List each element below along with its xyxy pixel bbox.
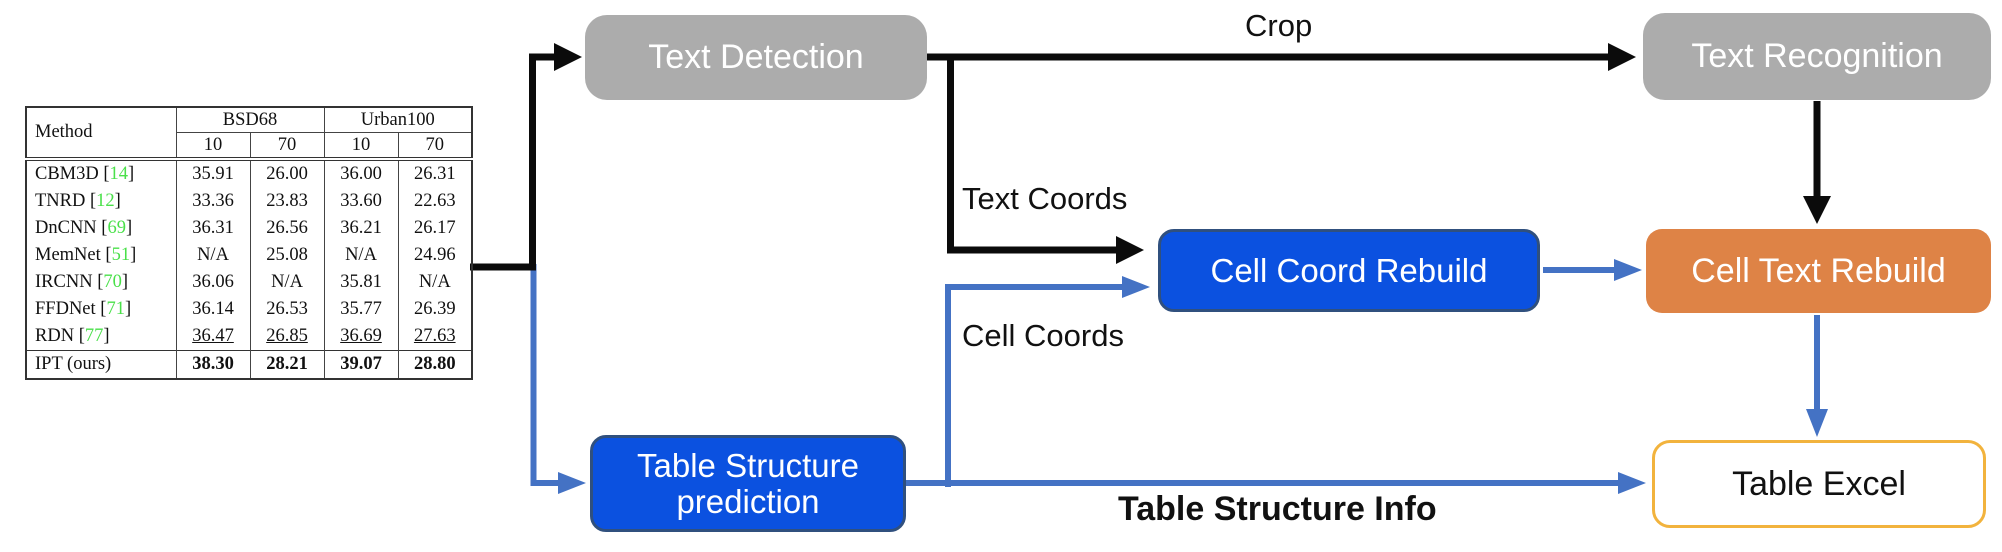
value-cell: 36.21 (323, 215, 399, 242)
value-cell: 25.08 (249, 242, 325, 269)
method-cell: MemNet [51] (25, 242, 177, 269)
method-cell: TNRD [12] (25, 188, 177, 215)
value-cell: 36.00 (323, 159, 399, 188)
results-table: Method BSD68 Urban100 10 70 10 70 CBM3D … (25, 106, 473, 380)
value-cell: 22.63 (397, 188, 473, 215)
node-text-detection: Text Detection (585, 15, 927, 100)
value-cell: 28.80 (397, 350, 473, 379)
node-text-recognition: Text Recognition (1643, 13, 1991, 100)
node-cell-coord-rebuild: Cell Coord Rebuild (1158, 229, 1540, 312)
value-cell: 26.31 (397, 159, 473, 188)
value-cell: 33.60 (323, 188, 399, 215)
value-cell: N/A (175, 242, 251, 269)
table-subheader: 70 (249, 132, 325, 161)
value-cell: 36.06 (175, 269, 251, 296)
edge-label-crop: Crop (1245, 8, 1313, 43)
table-header-method: Method (25, 106, 177, 161)
method-cell: DnCNN [69] (25, 215, 177, 242)
value-cell: 36.14 (175, 296, 251, 323)
edge-table-to-structure-prediction (530, 264, 586, 494)
value-cell: 35.91 (175, 159, 251, 188)
value-cell: N/A (249, 269, 325, 296)
value-cell: 28.21 (249, 350, 325, 379)
value-cell: 36.47 (175, 323, 251, 351)
citation-number: 71 (106, 299, 125, 319)
value-cell: 26.00 (249, 159, 325, 188)
edge-label-text-coords: Text Coords (962, 181, 1128, 216)
table-header-urban100: Urban100 (323, 106, 473, 133)
method-cell: CBM3D [14] (25, 159, 177, 188)
value-cell: N/A (323, 242, 399, 269)
edge-label-cell-coords: Cell Coords (962, 318, 1124, 353)
node-cell-text-rebuild: Cell Text Rebuild (1646, 229, 1991, 313)
input-table-image: Method BSD68 Urban100 10 70 10 70 CBM3D … (25, 106, 473, 380)
table-subheader: 10 (323, 132, 399, 161)
value-cell: 35.77 (323, 296, 399, 323)
value-cell: 26.85 (249, 323, 325, 351)
value-cell: 35.81 (323, 269, 399, 296)
value-cell: 36.31 (175, 215, 251, 242)
value-cell: 26.53 (249, 296, 325, 323)
value-cell: 38.30 (175, 350, 251, 379)
table-subheader: 70 (397, 132, 473, 161)
edge-label-table-structure-info: Table Structure Info (1118, 490, 1437, 528)
edge-cell-coords (945, 276, 1150, 487)
value-cell: 39.07 (323, 350, 399, 379)
value-cell: 26.56 (249, 215, 325, 242)
method-cell: IPT (ours) (25, 350, 177, 379)
node-table-structure-prediction: Table Structure prediction (590, 435, 906, 532)
value-cell: 36.69 (323, 323, 399, 351)
method-cell: FFDNet [71] (25, 296, 177, 323)
value-cell: 26.39 (397, 296, 473, 323)
value-cell: 33.36 (175, 188, 251, 215)
value-cell: 27.63 (397, 323, 473, 351)
table-subheader: 10 (175, 132, 251, 161)
citation-number: 51 (111, 245, 131, 265)
value-cell: N/A (397, 269, 473, 296)
edge-table-to-text-detection (470, 43, 582, 271)
value-cell: 24.96 (397, 242, 473, 269)
method-cell: IRCNN [70] (25, 269, 177, 296)
citation-number: 77 (84, 326, 104, 346)
method-cell: RDN [77] (25, 323, 177, 351)
value-cell: 26.17 (397, 215, 473, 242)
table-header-bsd68: BSD68 (175, 106, 325, 133)
citation-number: 69 (107, 218, 126, 238)
node-table-excel: Table Excel (1652, 440, 1986, 528)
citation-number: 14 (109, 164, 129, 184)
citation-number: 12 (96, 191, 115, 211)
citation-number: 70 (103, 272, 122, 292)
edge-text-coords (947, 53, 1144, 264)
value-cell: 23.83 (249, 188, 325, 215)
